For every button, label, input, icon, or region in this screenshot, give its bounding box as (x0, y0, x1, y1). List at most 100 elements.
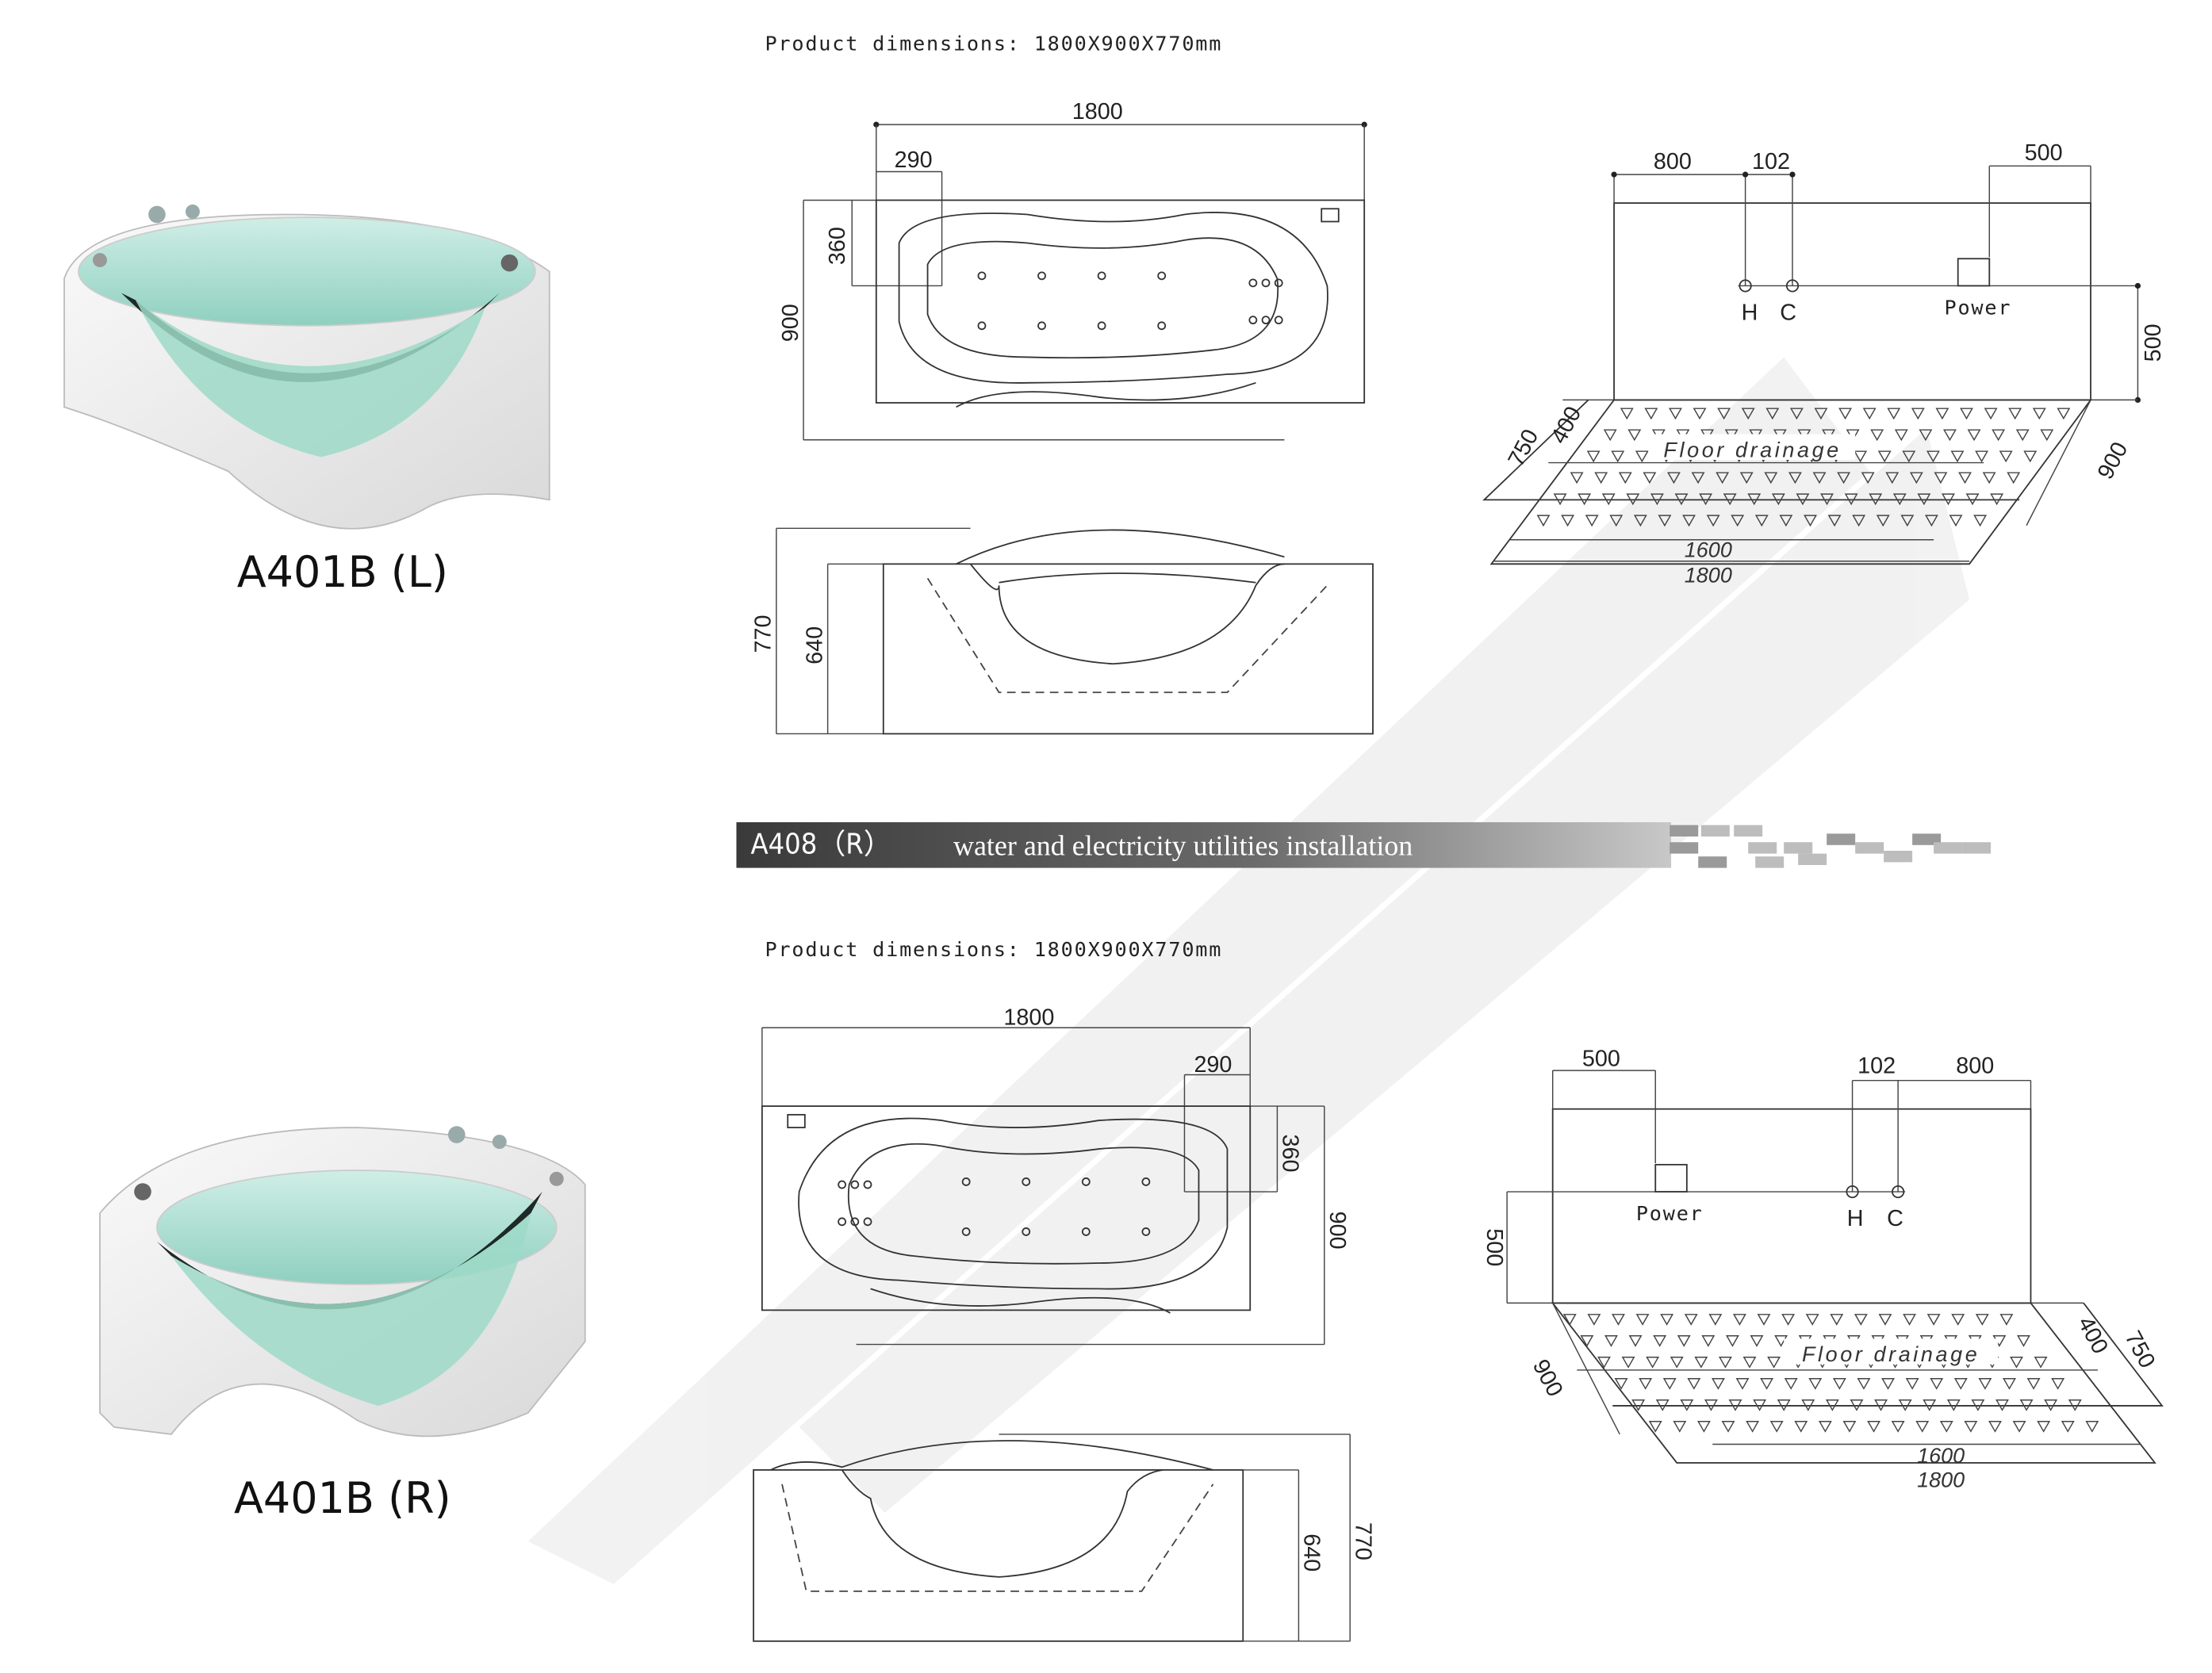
dim-width: 900 (1325, 1212, 1350, 1250)
dim-800: 800 (1654, 149, 1692, 174)
drain-marker (1942, 493, 1955, 506)
cold-water-inlet-icon (1785, 279, 1800, 293)
dim-inner: 360 (1278, 1134, 1303, 1172)
dim-length: 1800 (1072, 99, 1123, 124)
drain-marker (1750, 1335, 1764, 1347)
top-view-drawing-2: 1800 290 360 900 (761, 1005, 1350, 1346)
drain-marker (1973, 515, 1988, 527)
drain-marker (1995, 1399, 2009, 1411)
drain-marker (1992, 429, 2006, 442)
drain-marker (1561, 515, 1575, 527)
drain-marker (1723, 493, 1737, 506)
banner-block (1698, 856, 1727, 868)
power-socket-icon (1957, 258, 1991, 287)
drain-marker (1621, 1357, 1635, 1369)
drain-marker (1626, 493, 1640, 506)
cold-water-inlet-icon (1892, 1185, 1905, 1199)
jet-icon (961, 1227, 971, 1236)
drain-marker (1950, 450, 1965, 463)
drain-marker (1655, 1399, 1670, 1411)
product-model-label: A401B (R) (234, 1473, 451, 1523)
drain-marker (1728, 1399, 1742, 1411)
drain-marker (1764, 472, 1778, 484)
floor-drainage-label: Floor drainage (1663, 438, 1841, 461)
drain-marker (1747, 493, 1762, 506)
drain-marker (2032, 408, 2046, 420)
hot-water-inlet-icon (1739, 279, 1752, 293)
drain-marker (1838, 408, 1853, 420)
drain-marker (1975, 1314, 1989, 1326)
drain-marker (1653, 1335, 1667, 1347)
installation-drawing-1: 800 102 500 H C Power 500 Floor drainage… (1482, 140, 2166, 588)
drain-marker (1746, 1421, 1760, 1433)
drain-marker (1965, 493, 1980, 506)
jet-icon (1097, 321, 1106, 331)
drain-marker (1604, 1335, 1618, 1347)
drain-marker (1597, 1357, 1611, 1369)
drain-marker (1717, 408, 1731, 420)
drain-marker (1578, 493, 1592, 506)
drain-marker (1850, 1399, 1864, 1411)
side-view-drawing-2: 640 770 (753, 1434, 1375, 1642)
drain-marker (1601, 493, 1616, 506)
dim-inner: 360 (825, 227, 850, 265)
power-label: Power (1944, 296, 2011, 319)
drain-marker (1903, 1314, 1916, 1326)
drain-marker (1562, 1314, 1577, 1326)
dim-102: 102 (1857, 1054, 1896, 1079)
drain-marker (1892, 493, 1907, 506)
drain-marker (1951, 1314, 1965, 1326)
drain-marker (1934, 472, 1948, 484)
dim-inner-height: 640 (1299, 1533, 1325, 1572)
banner-block (1934, 842, 1963, 854)
drain-marker (1701, 1335, 1716, 1347)
dim-102: 102 (1752, 149, 1790, 174)
dim-750: 750 (1504, 425, 1544, 470)
jet-icon (863, 1217, 872, 1227)
drain-marker (1909, 472, 1923, 484)
drain-marker (1967, 429, 1981, 442)
dim-500-top: 500 (2025, 140, 2063, 166)
drain-marker (1814, 408, 1828, 420)
jet-icon (961, 1177, 971, 1186)
side-view-drawing-1: 770 640 (751, 527, 1374, 735)
drain-marker (2034, 1357, 2048, 1369)
dim-900: 900 (2093, 438, 2133, 483)
drain-marker (1699, 493, 1713, 506)
drain-marker (1731, 515, 1745, 527)
drain-marker (1988, 1421, 2002, 1433)
drain-marker (1804, 515, 1817, 527)
drain-marker (1735, 1378, 1750, 1390)
drain-marker (1837, 472, 1851, 484)
drain-marker (1639, 1378, 1653, 1390)
drain-marker (1874, 1399, 1888, 1411)
drain-marker (1924, 515, 1938, 527)
drain-marker (1658, 515, 1672, 527)
floor-drainage-label: Floor drainage (1802, 1342, 1980, 1366)
drain-marker (1739, 472, 1754, 484)
drain-marker (1631, 1399, 1646, 1411)
drain-marker (1808, 1378, 1823, 1390)
drain-marker (1887, 408, 1901, 420)
drain-marker (1536, 515, 1551, 527)
drain-marker (1553, 493, 1567, 506)
cold-label: C (1887, 1206, 1903, 1231)
drain-marker (1711, 1378, 1725, 1390)
section-banner: A408（R） water and electricity utilities … (736, 822, 1992, 868)
drain-marker (1618, 472, 1632, 484)
drain-marker (1603, 429, 1617, 442)
drain-marker (1769, 1421, 1784, 1433)
drain-marker (1796, 493, 1810, 506)
product-photo-left (63, 204, 550, 530)
drain-marker (1926, 450, 1940, 463)
drain-marker (1905, 1378, 1919, 1390)
drain-marker (1633, 515, 1647, 527)
dim-400: 400 (1547, 402, 1587, 447)
banner-block (1962, 842, 1992, 854)
drain-marker (1827, 515, 1842, 527)
banner-block (1798, 853, 1827, 865)
dim-1800: 1800 (1685, 564, 1732, 588)
product-photo-right (99, 1126, 586, 1438)
drain-marker (1877, 450, 1892, 463)
banner-block (1884, 850, 1913, 863)
